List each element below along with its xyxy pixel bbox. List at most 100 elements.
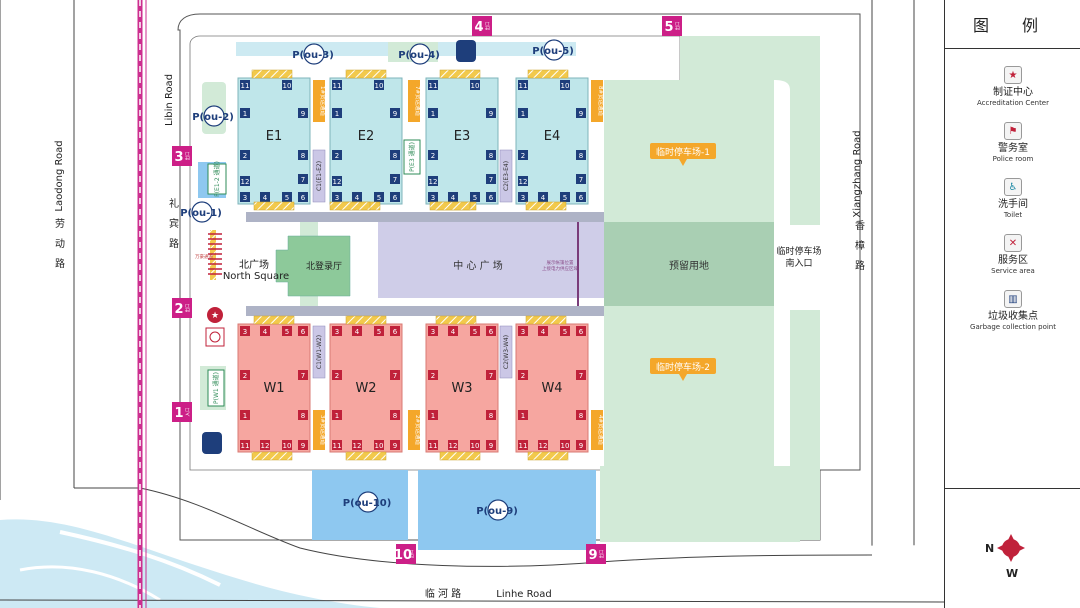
xiangzhang-road-en: Xiangzhang Road (852, 130, 863, 217)
loading-dock (345, 69, 387, 79)
parking-icon (543, 39, 565, 61)
hall-block (237, 323, 311, 453)
gate-number: 2 (174, 302, 183, 317)
laodong-road-zh-text: 劳动路 (53, 217, 65, 278)
hall-number-tag (486, 326, 496, 336)
parking-sign-1[interactable]: P(ou-2) (192, 105, 234, 127)
hall-number-tag (352, 192, 362, 202)
hall-number-tag (332, 440, 342, 450)
parking-sign-6[interactable]: P(ou-10) (343, 491, 392, 513)
parking-icon (357, 491, 379, 513)
loading-dock (527, 69, 569, 79)
hall-number-tag (518, 108, 528, 118)
hall-number-text: 1 (431, 110, 435, 118)
corridor-link: C2(E3-E4) (499, 149, 513, 203)
parking-sign-5[interactable]: P(ou-9) (476, 499, 518, 521)
gate-label: 出口 (184, 152, 191, 161)
hall-number-tag (332, 108, 342, 118)
parking-sign-3[interactable]: P(ou-4) (398, 43, 440, 65)
compass: N W (985, 534, 1025, 580)
star-icon: ★ (1004, 66, 1022, 84)
hall-number-tag (560, 326, 570, 336)
gate-number: 9 (588, 548, 597, 563)
green-parking-label: P(E1-2 通道) (213, 161, 221, 197)
hall-number-text: 1 (521, 412, 525, 420)
parking-lot-label: P(ou-1) (180, 208, 222, 219)
hall-number-tag (428, 326, 438, 336)
hall-number-tag (298, 150, 308, 160)
hall-number-tag (538, 192, 548, 202)
corridor-label: C2(W3-W4) (503, 335, 510, 369)
hall-number-tag (332, 80, 342, 90)
hall-number-text: 5 (473, 328, 477, 336)
loading-dock (253, 201, 295, 211)
hall-number-text: 10 (375, 442, 384, 450)
loading-dock (527, 451, 569, 461)
central-square-label: 中 心 广 场 (453, 259, 503, 272)
hall-number-tag (260, 440, 270, 450)
gate-label: 出口 (484, 22, 491, 31)
parking2-label: 临时停车场-2 (656, 361, 710, 373)
hall-number-text: 10 (471, 442, 480, 450)
compass-icon (1002, 539, 1020, 557)
hall-number-text: 11 (429, 442, 438, 450)
legend-item-zh: 制证中心 (993, 87, 1033, 98)
reserved-land-label: 预留用地 (669, 259, 709, 272)
hall-number-text: 2 (243, 372, 247, 380)
hall-number-tag (298, 410, 308, 420)
hall-number-text: 8 (393, 412, 397, 420)
reserved-land-center (604, 222, 774, 306)
hall-number-tag (560, 80, 570, 90)
hall-label: E4 (544, 129, 561, 144)
hall-number-text: 5 (473, 194, 477, 202)
hall-number-text: 9 (579, 110, 583, 118)
hall-number-text: 3 (431, 194, 435, 202)
loading-dock (345, 451, 387, 461)
gate-number: 4 (474, 20, 483, 35)
linhe-road-zh: 临 河 路 (425, 587, 461, 600)
hall-number-text: 3 (521, 328, 525, 336)
hall-number-text: 12 (519, 178, 528, 186)
hall-number-text: 4 (451, 328, 456, 336)
hall-number-text: 2 (521, 372, 525, 380)
hall-number-tag (486, 192, 496, 202)
hall-number-text: 2 (521, 152, 525, 160)
hall-number-tag (390, 108, 400, 118)
hall-number-text: 4 (355, 328, 360, 336)
corridor-link: C2(W3-W4) (499, 325, 513, 379)
parking-sign-0[interactable]: P(ou-1) (180, 201, 222, 223)
hall-number-tag (518, 370, 528, 380)
hall-number-tag (518, 80, 528, 90)
hall-number-tag (486, 150, 496, 160)
parking-sign-2[interactable]: P(ou-3) (292, 43, 334, 65)
hall-number-text: 7 (393, 372, 397, 380)
parking-sign-4[interactable]: P(ou-5) (532, 39, 574, 61)
freight-label: 1#货运通道 (319, 86, 327, 117)
hall-number-tag (390, 326, 400, 336)
hall-number-tag (576, 192, 586, 202)
libin-road-en: Libin Road (164, 74, 175, 126)
loading-dock (525, 315, 567, 325)
hall-number-tag (448, 326, 458, 336)
hall-number-text: 9 (301, 110, 305, 118)
freight-label: 7#货运通道 (414, 86, 422, 117)
hall-number-text: 10 (375, 82, 384, 90)
parking-icon (191, 201, 213, 223)
